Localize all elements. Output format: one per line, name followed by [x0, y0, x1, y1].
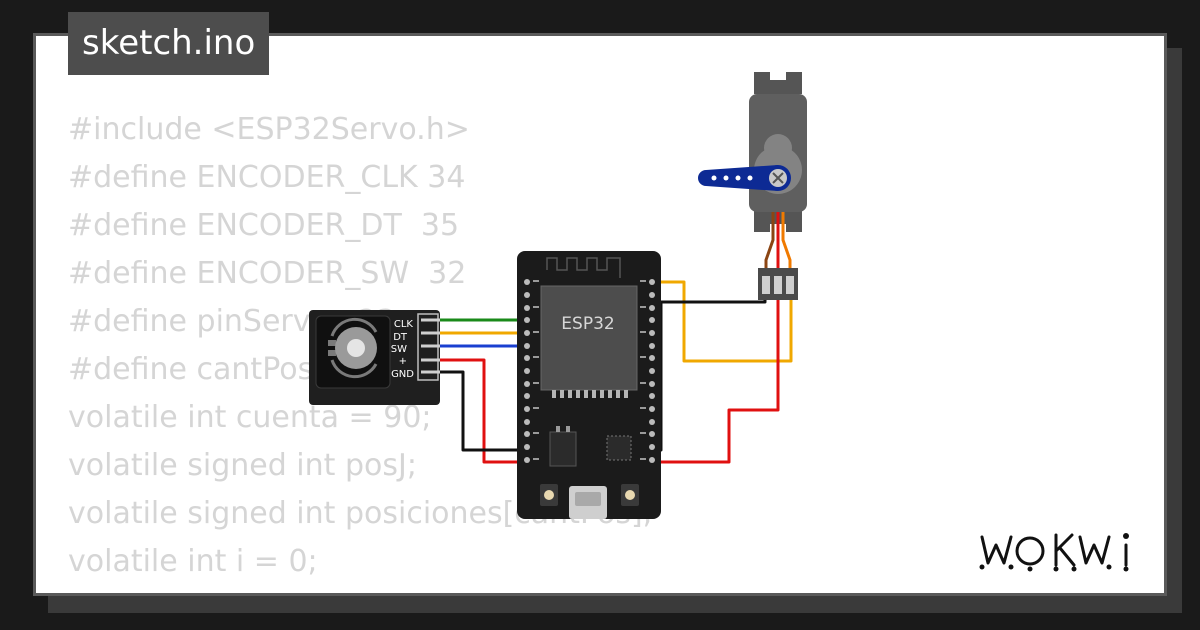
usb-uart-chip: [606, 435, 632, 461]
encoder-arrows-icon: [330, 317, 378, 379]
code-line: #define ENCODER_DT 35: [68, 208, 460, 243]
servo-horn[interactable]: [698, 165, 791, 191]
wokwi-logo: [979, 533, 1129, 572]
encoder-pin-label: GND: [391, 369, 414, 380]
wire-servo-signal[interactable]: [652, 280, 793, 363]
pin-silkscreen: [533, 280, 646, 460]
encoder-pin-label: CLK: [394, 319, 414, 330]
code-line: volatile int i = 0;: [68, 544, 318, 579]
code-line: volatile int cuenta = 90;: [68, 400, 432, 435]
encoder-pin-label: SW: [391, 344, 407, 355]
rotary-encoder[interactable]: CLK DT SW + GND: [309, 310, 440, 405]
code-line: #define ENCODER_CLK 34: [68, 160, 466, 195]
esp32-board[interactable]: ESP32: [517, 251, 661, 519]
code-line: volatile signed int posJ;: [68, 448, 417, 483]
file-tab[interactable]: sketch.ino: [68, 12, 270, 75]
encoder-pin-legs: [421, 318, 440, 374]
board-label: ESP32: [561, 314, 614, 334]
voltage-regulator: [549, 431, 577, 467]
code-line: #define ENCODER_SW 32: [68, 256, 467, 291]
servo-leads: [764, 212, 792, 270]
header-pins-right: [649, 279, 655, 463]
servo-motor[interactable]: [698, 72, 807, 300]
header-pins-left: [524, 279, 530, 463]
wire-servo-vcc[interactable]: [440, 298, 780, 464]
en-button[interactable]: [540, 484, 558, 506]
code-preview: #include <ESP32Servo.h> #define ENCODER_…: [68, 106, 653, 593]
esp32-module: [541, 286, 637, 390]
antenna-trace: [546, 257, 621, 278]
code-line: volatile int j = 0;: [68, 586, 653, 593]
encoder-pin-label: DT: [393, 332, 408, 343]
encoder-pin-label: +: [399, 356, 407, 367]
code-line: #include <ESP32Servo.h>: [68, 112, 470, 147]
module-pads: [552, 390, 628, 398]
boot-button[interactable]: [621, 484, 639, 506]
